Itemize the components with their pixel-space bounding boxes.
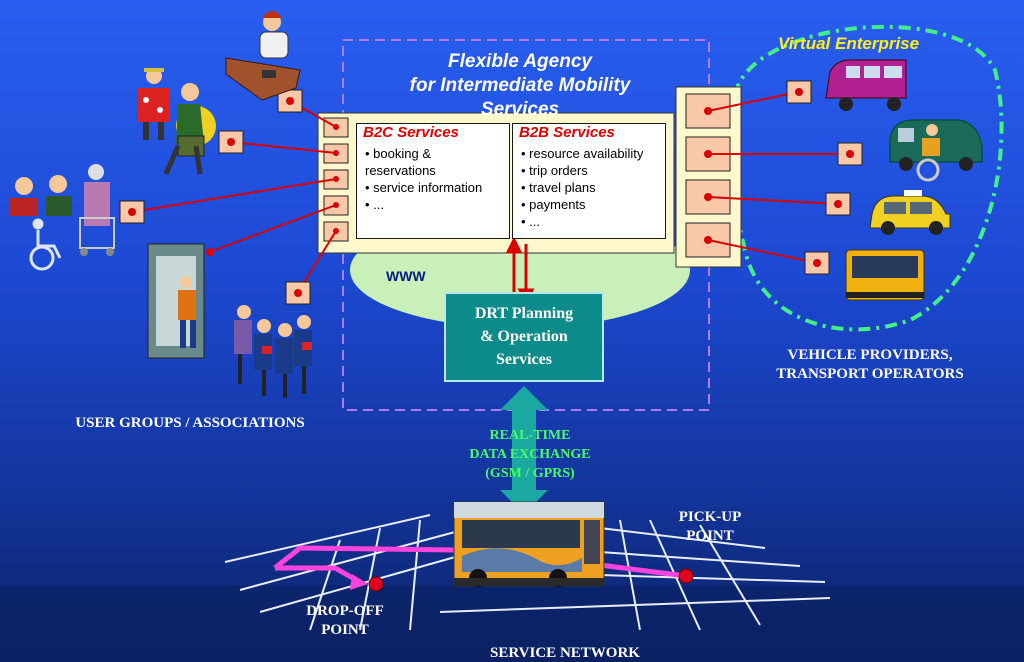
pick-up-marker	[678, 568, 694, 584]
interface-tags	[119, 80, 863, 305]
www-label: WWW	[386, 268, 426, 284]
right-connectors	[707, 91, 850, 264]
minivan-icon	[825, 59, 907, 111]
route-pick-up	[599, 562, 687, 579]
b2c-list: booking & reservations service informati…	[357, 145, 509, 213]
b2b-item: payments	[521, 196, 665, 213]
b2c-item: ...	[365, 196, 509, 213]
b2b-panel: B2B Services resource availability trip …	[512, 123, 666, 239]
taxi-icon	[869, 190, 951, 235]
traveler-with-suitcase-icon	[163, 83, 216, 175]
b2c-panel: B2C Services booking & reservations serv…	[356, 123, 510, 239]
user-groups-label: USER GROUPS / ASSOCIATIONS	[75, 415, 305, 431]
wheelchair-symbol-icon	[29, 218, 62, 271]
drop-off-point-label: DROP-OFF POINT	[306, 603, 384, 638]
realtime-data-exchange-label: REAL-TIME DATA EXCHANGE (GSM / GPRS)	[469, 428, 591, 481]
minibus-icon	[845, 249, 925, 301]
realtime-arrow	[500, 386, 548, 514]
schoolchildren-icon	[234, 305, 312, 398]
drop-off-marker	[368, 576, 384, 592]
b2c-title: B2C Services	[363, 124, 459, 141]
b2b-item: trip orders	[521, 162, 665, 179]
route-drop-off	[275, 565, 362, 585]
b2b-list: resource availability trip orders travel…	[513, 145, 665, 230]
bus-photo-icon	[453, 501, 605, 587]
receptionist-at-desk-icon	[225, 11, 301, 101]
b2b-title: B2B Services	[519, 124, 615, 141]
ground-band	[0, 585, 1024, 662]
b2b-item: travel plans	[521, 179, 665, 196]
agency-title: Flexible Agency for Intermediate Mobilit…	[409, 51, 631, 120]
route-middle	[273, 545, 456, 570]
family-icon	[138, 68, 170, 140]
b2b-item: ...	[521, 213, 665, 230]
route-arrow	[350, 574, 368, 590]
b2c-item: service information	[365, 179, 509, 196]
virtual-enterprise-title: Virtual Enterprise	[778, 34, 920, 53]
vehicle-providers-label: VEHICLE PROVIDERS, TRANSPORT OPERATORS	[776, 347, 964, 382]
b2b-item: resource availability	[521, 145, 665, 162]
phone-booth-icon	[147, 243, 205, 359]
service-network-label: SERVICE NETWORK	[490, 645, 640, 661]
b2c-item: booking & reservations	[365, 145, 509, 179]
accessible-van-icon	[889, 119, 983, 182]
elderly-group-icon	[10, 164, 115, 256]
drt-planning-box: DRT Planning & Operation Services	[444, 292, 604, 382]
pick-up-point-label: PICK-UP POINT	[678, 509, 742, 544]
